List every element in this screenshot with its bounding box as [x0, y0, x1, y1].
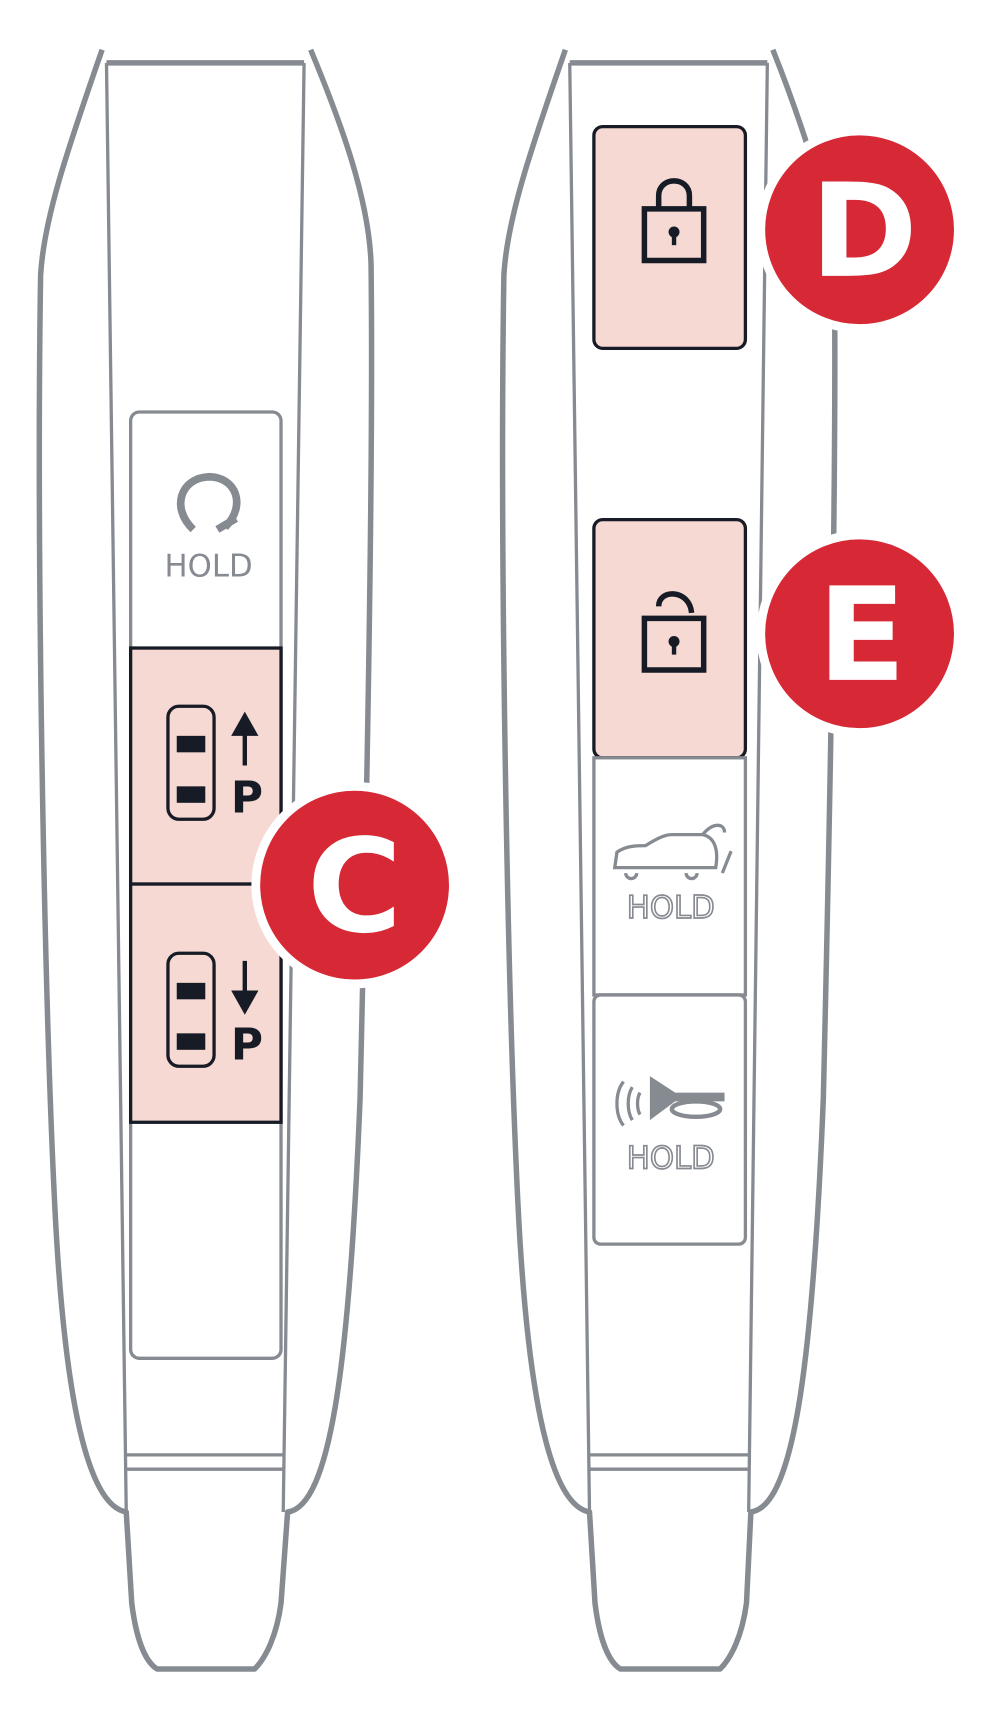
- liftgate-button[interactable]: HOLD: [592, 756, 748, 997]
- left-key-fob: HOLD P P C: [36, 48, 458, 1672]
- unlock-button[interactable]: [592, 517, 748, 760]
- remote-start-hold-label: HOLD: [165, 549, 253, 585]
- right-key-fob: D HOLD HOLD E: [499, 48, 963, 1672]
- unlock-icon: [641, 591, 707, 673]
- lock-button[interactable]: [592, 124, 748, 350]
- panic-hold-label: HOLD: [627, 1140, 715, 1176]
- svg-text:E: E: [818, 560, 906, 711]
- park-reverse-label: P: [231, 1020, 263, 1071]
- park-reverse-button[interactable]: P: [128, 882, 283, 1124]
- park-forward-label: P: [231, 773, 263, 824]
- car-forward-arrow-icon: [166, 704, 259, 821]
- lock-icon: [641, 178, 707, 264]
- liftgate-icon: [612, 823, 733, 881]
- park-forward-button[interactable]: P: [128, 646, 283, 886]
- car-reverse-arrow-icon: [166, 951, 259, 1068]
- svg-text:C: C: [307, 811, 402, 962]
- remote-start-icon: [176, 472, 241, 533]
- callout-e: E: [756, 530, 963, 737]
- liftgate-hold-label: HOLD: [627, 890, 715, 926]
- panic-button[interactable]: HOLD: [592, 993, 748, 1246]
- horn-icon: [615, 1076, 725, 1127]
- callout-c: C: [251, 781, 458, 989]
- svg-text:D: D: [810, 156, 918, 307]
- remote-start-button[interactable]: HOLD: [165, 472, 253, 585]
- callout-d: D: [756, 126, 963, 333]
